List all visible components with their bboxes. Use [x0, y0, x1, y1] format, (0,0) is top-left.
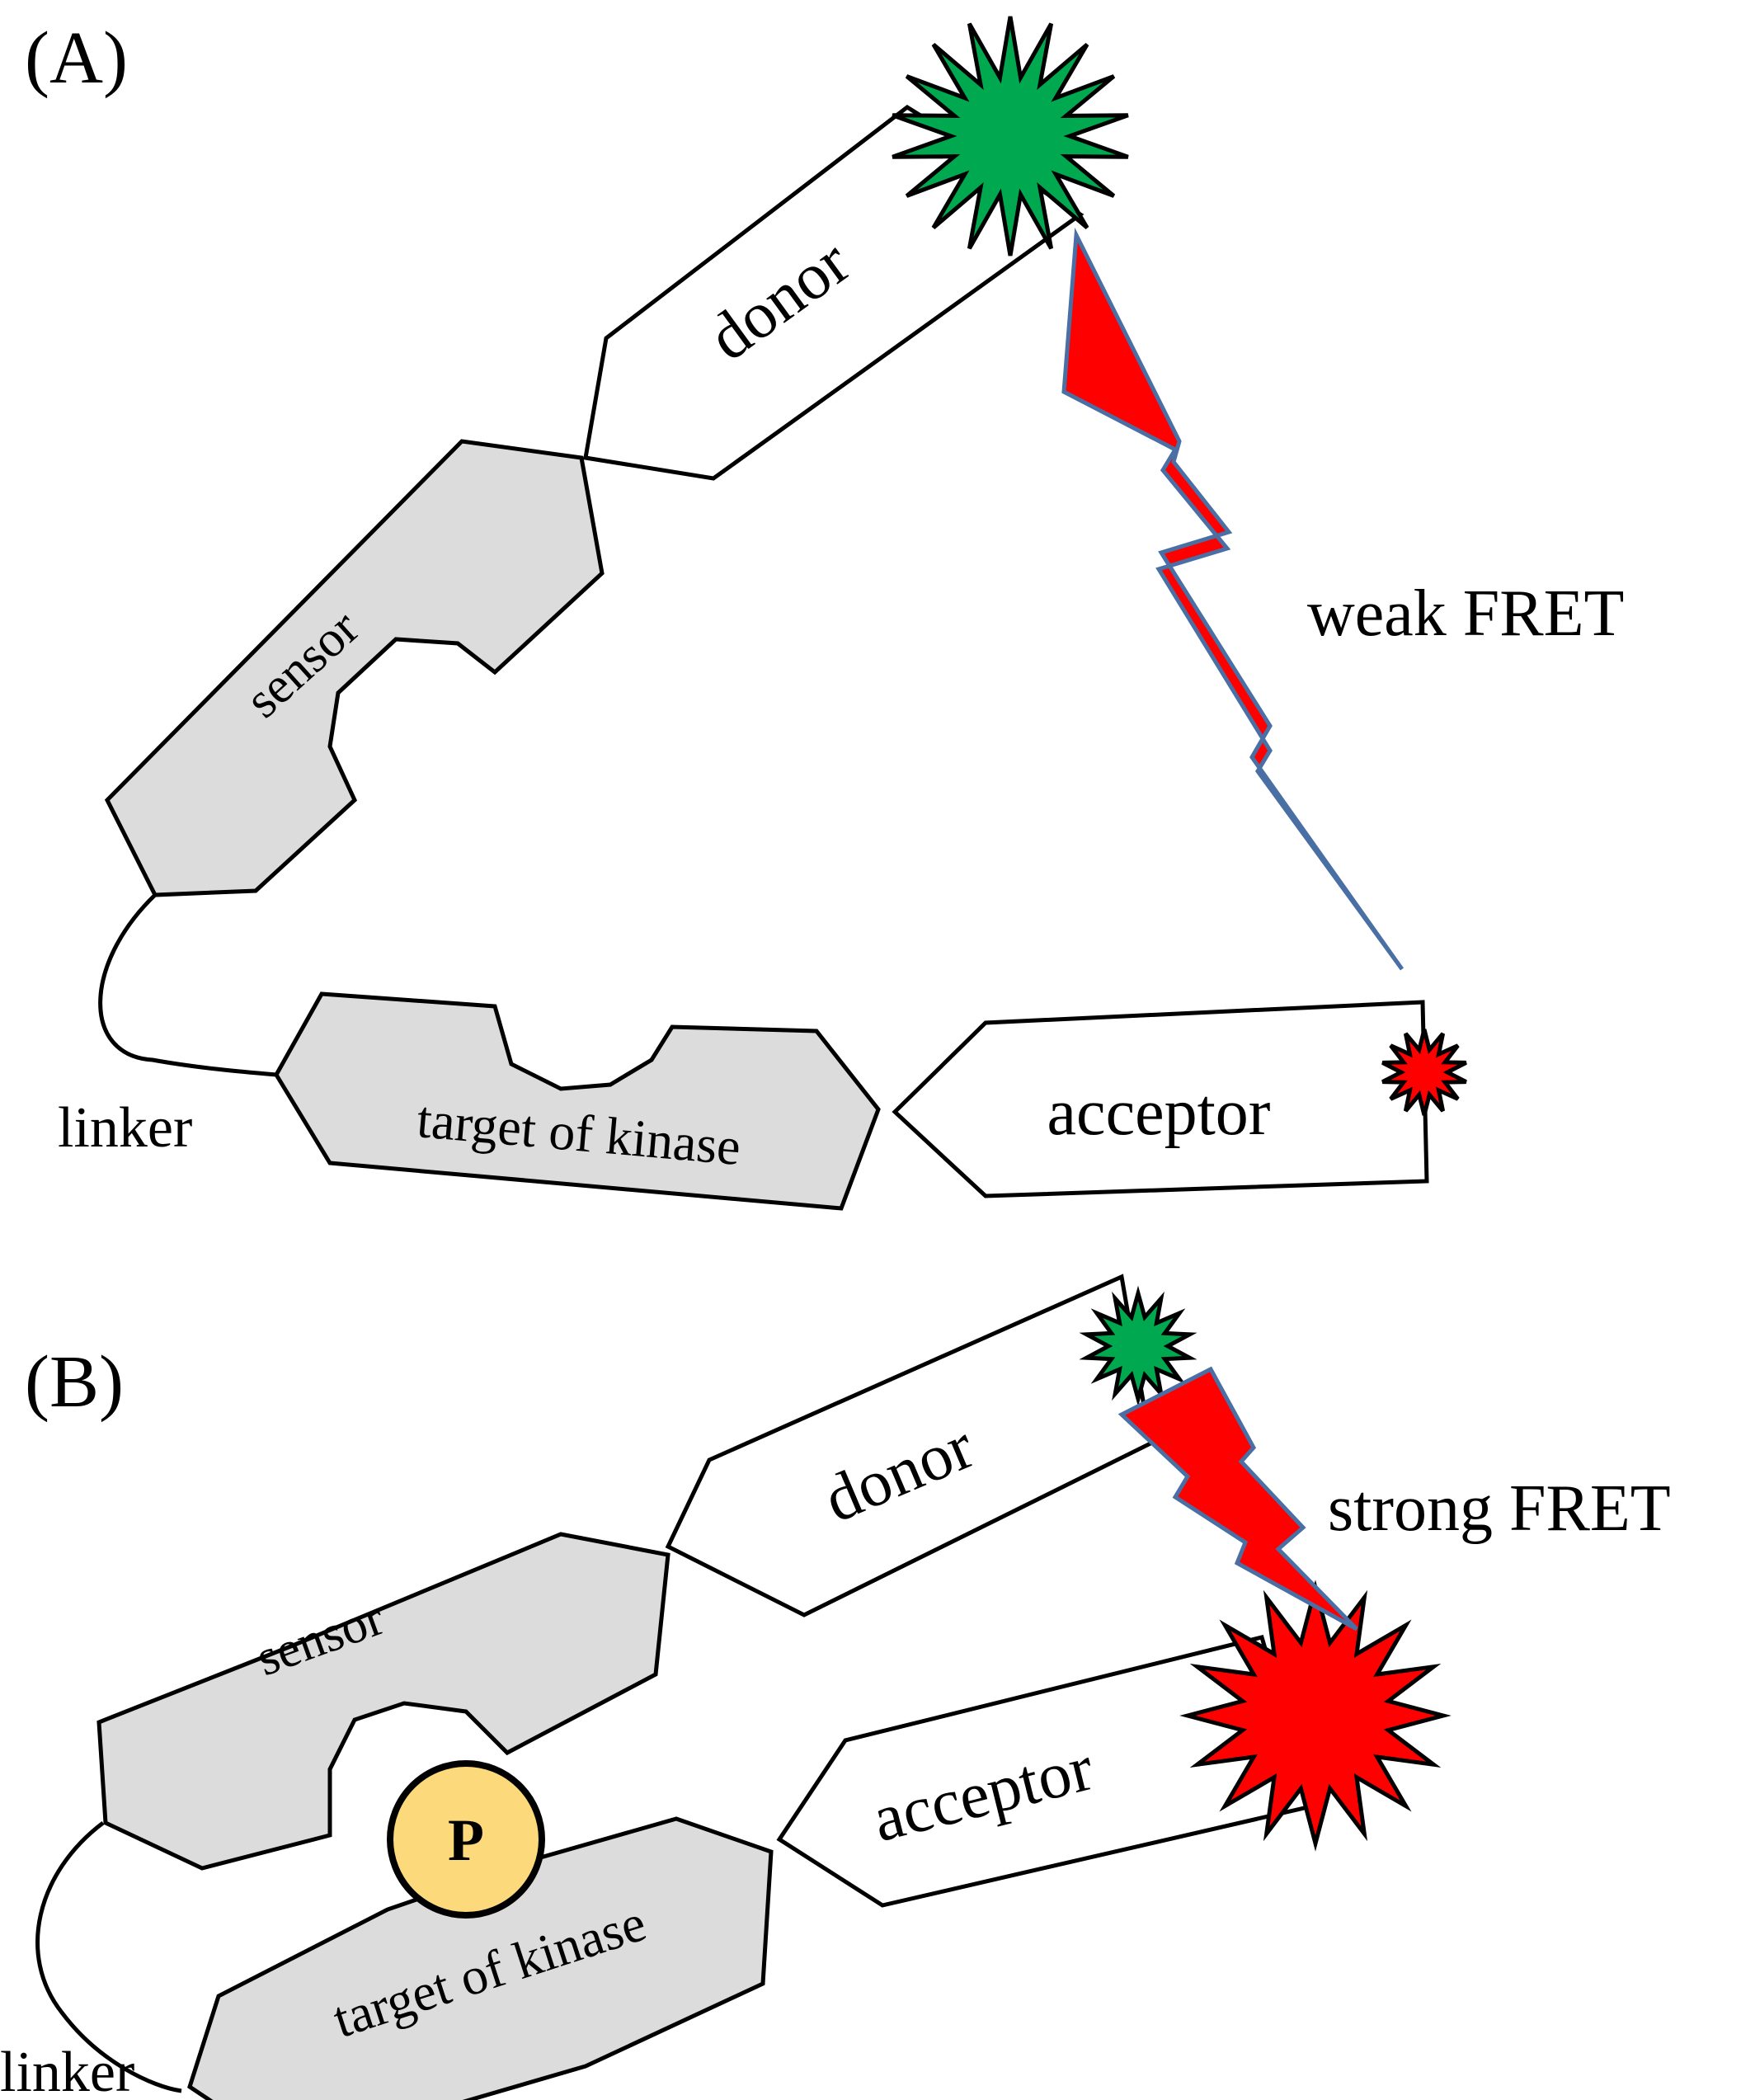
panel-a-donor-fluorophore: [892, 16, 1129, 257]
panel-a-linker-line: [98, 893, 277, 1077]
panel-b-fret-label: strong FRET: [1328, 1472, 1671, 1545]
panel-b-phosphate: [387, 1760, 545, 1919]
panel-a-linker-label: linker: [58, 1096, 192, 1160]
panel-b-donor-fluorophore: [1079, 1285, 1197, 1407]
panel-a-target-domain: [274, 991, 881, 1211]
panel-b-phosphate-label: P: [448, 1807, 484, 1873]
panel-b-linker-label: linker: [0, 2041, 134, 2100]
panel-b-sensor-domain: [96, 1532, 670, 1871]
panel-a-fret-label: weak FRET: [1307, 577, 1624, 650]
panel-b-target-domain: [187, 1816, 774, 2100]
panel-b-label: (B): [25, 1341, 124, 1423]
panel-a-acceptor-fluorophore: [1381, 1029, 1467, 1116]
panel-a-sensor-domain: [104, 439, 605, 897]
panel-a-fret-bolt: [1061, 227, 1404, 971]
panel-b: (B) sensor donor target of kinase P acce…: [0, 1274, 1671, 2100]
panel-b-acceptor-fluorophore: [1179, 1580, 1452, 1852]
panel-a-acceptor-label: acceptor: [1047, 1076, 1271, 1149]
panel-b-linker-line: [35, 1821, 182, 2093]
panel-a: (A) sensor donor target of kinase accept…: [25, 16, 1624, 1211]
panel-a-label: (A): [25, 17, 128, 99]
panel-b-fret-bolt: [1117, 1366, 1358, 1632]
